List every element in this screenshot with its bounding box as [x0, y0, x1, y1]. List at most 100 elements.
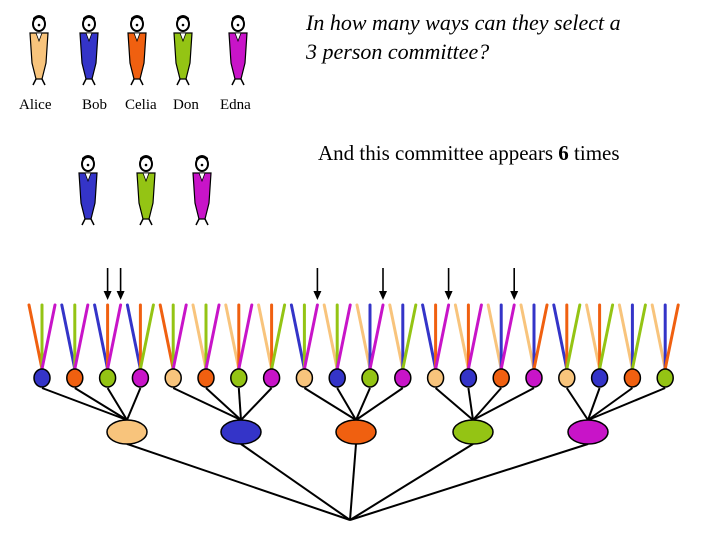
name-label-alice: Alice: [19, 97, 52, 113]
level2-edge: [587, 387, 666, 421]
level2-node-don: [98, 368, 117, 388]
level2-node-don: [656, 368, 674, 388]
level2-edge: [41, 387, 128, 421]
branch-line: [257, 303, 274, 371]
branch-line: [125, 303, 142, 371]
level2-node-bob: [590, 368, 609, 388]
branch-line: [434, 303, 451, 371]
branch-line: [335, 303, 352, 371]
level2-edge: [565, 387, 589, 421]
branch-line: [532, 303, 549, 371]
branch-line: [388, 303, 405, 371]
marker-arrow-head: [116, 291, 125, 300]
level2-node-bob: [459, 368, 478, 388]
level2-node-alice: [558, 368, 576, 388]
level2-edge: [303, 387, 357, 421]
level1-node-edna: [567, 419, 609, 445]
level2-node-celia: [492, 368, 510, 388]
committee-note: And this committee appears 6 times: [318, 141, 620, 166]
question-line-2: 3 person committee?: [306, 39, 490, 64]
branch-line: [565, 303, 582, 371]
level2-node-celia: [623, 368, 642, 388]
root-edge-4: [349, 443, 474, 521]
branch-line: [486, 303, 503, 371]
level1-node-celia: [335, 419, 377, 445]
branch-line: [204, 303, 221, 371]
level2-edge: [106, 387, 128, 421]
level2-edge: [240, 387, 273, 421]
level2-edge: [587, 387, 601, 421]
level2-node-bob: [328, 368, 346, 388]
marker-arrow-head: [103, 291, 112, 300]
branch-line: [93, 303, 110, 371]
branch-line: [421, 303, 438, 371]
branch-line: [519, 303, 536, 371]
level2-edge: [434, 387, 474, 421]
branch-line: [322, 303, 339, 371]
level2-node-celia: [66, 368, 84, 388]
branch-line: [237, 303, 254, 371]
person-figure-alice: [29, 15, 49, 86]
branch-line: [171, 303, 188, 371]
branch-line: [224, 303, 241, 371]
branch-line: [289, 303, 306, 371]
question-text: In how many ways can they select a 3 per…: [306, 8, 706, 66]
branch-line: [191, 303, 208, 371]
branch-line: [106, 303, 123, 371]
level2-node-edna: [131, 368, 150, 388]
person-figure-committee-don: [136, 155, 156, 226]
name-label-don: Don: [173, 97, 199, 113]
person-figure-don: [173, 15, 193, 86]
level2-edge: [237, 387, 242, 421]
level2-node-don: [230, 368, 248, 388]
branch-line: [552, 303, 569, 371]
branch-line: [158, 303, 175, 371]
name-label-bob: Bob: [82, 97, 108, 113]
branch-line: [138, 303, 155, 371]
level1-node-don: [452, 419, 494, 445]
branch-line: [302, 303, 319, 371]
branch-line: [368, 303, 385, 371]
branch-line: [270, 303, 287, 371]
level2-edge: [467, 387, 474, 421]
branch-line: [355, 303, 372, 371]
marker-arrow-head: [444, 291, 453, 300]
level2-node-edna: [394, 368, 412, 388]
level2-node-don: [361, 368, 379, 388]
name-label-celia: Celia: [125, 97, 157, 113]
person-figure-edna: [228, 15, 248, 86]
branch-line: [598, 303, 615, 371]
level2-edge: [355, 387, 404, 421]
branch-line: [60, 303, 77, 371]
level2-node-alice: [426, 368, 445, 388]
root-edge-3: [349, 443, 357, 521]
level2-edge: [336, 387, 357, 421]
name-label-edna: Edna: [220, 97, 251, 113]
person-figure-committee-bob: [78, 155, 98, 226]
level2-edge: [126, 387, 142, 421]
branch-line: [466, 303, 483, 371]
root-edge-5: [349, 443, 589, 521]
branch-line: [401, 303, 418, 371]
question-line-1: In how many ways can they select a: [306, 10, 621, 35]
level2-edge: [587, 387, 633, 421]
branch-line: [73, 303, 90, 371]
branch-line: [650, 303, 667, 371]
note-count: 6: [558, 141, 569, 165]
branch-line: [585, 303, 602, 371]
marker-arrow-head: [379, 291, 387, 300]
level2-node-alice: [295, 368, 314, 388]
level2-node-edna: [525, 368, 543, 388]
note-text: And this committee appears: [318, 141, 554, 165]
level2-edge: [74, 387, 128, 421]
branch-line: [630, 303, 647, 371]
person-figure-celia: [127, 15, 147, 86]
level2-edge: [355, 387, 371, 421]
note-suffix: times: [574, 141, 620, 165]
branch-line: [663, 303, 680, 371]
level2-edge: [472, 387, 502, 421]
level2-node-edna: [262, 368, 281, 388]
branch-line: [453, 303, 470, 371]
